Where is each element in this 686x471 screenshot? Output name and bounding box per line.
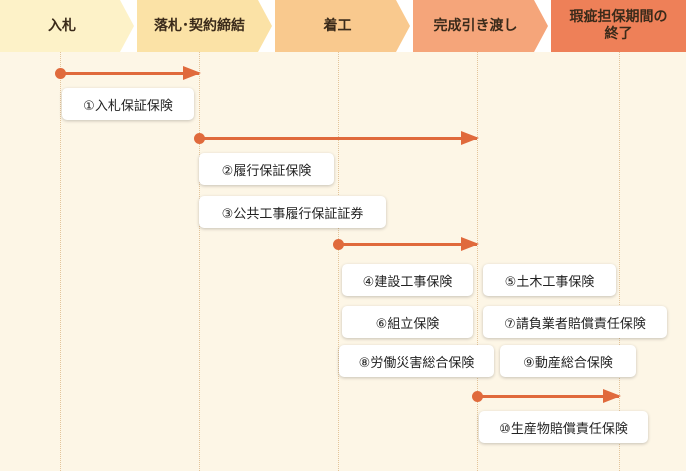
phase-construction-start-label: 着工 [323, 17, 352, 34]
insurance-label: ⑧労働災害総合保険 [358, 355, 475, 371]
insurance-erection: ⑥組立保険 [342, 306, 473, 338]
insurance-label: ⑩生産物賠償責任保険 [499, 421, 628, 437]
arrow-start-dot [55, 68, 66, 79]
phase-warranty-end-label: 瑕疵担保期間の 終了 [569, 9, 668, 42]
arrow-head-icon [603, 389, 621, 403]
insurance-label: ⑨動産総合保険 [523, 355, 613, 371]
coverage-arrow-completion-to-warranty-end [472, 389, 621, 403]
phase-bid-label: 入札 [48, 17, 76, 34]
insurance-workers-accident: ⑧労働災害総合保険 [339, 345, 494, 377]
phase-construction-start: 着工 [275, 0, 410, 52]
phase-award-contract: 落札･契約締結 [137, 0, 272, 52]
insurance-civil-works: ⑤土木工事保険 [483, 264, 616, 296]
milestone-line-completion [477, 52, 478, 471]
insurance-product-liability: ⑩生産物賠償責任保険 [479, 411, 648, 443]
insurance-label: ⑥組立保険 [375, 316, 440, 332]
insurance-performance-bond: ②履行保証保険 [199, 153, 334, 185]
insurance-construction-all-risk: ④建設工事保険 [342, 264, 473, 296]
arrow-head-icon [183, 66, 201, 80]
phase-award-contract-label: 落札･契約締結 [154, 17, 245, 34]
phase-warranty-end: 瑕疵担保期間の 終了 [551, 0, 686, 52]
coverage-arrow-bid-to-award [55, 66, 201, 80]
arrow-start-dot [333, 239, 344, 250]
insurance-label: ②履行保証保険 [221, 163, 312, 179]
coverage-arrow-award-to-completion [194, 131, 479, 145]
insurance-label: ①入札保証保険 [83, 98, 173, 114]
insurance-label: ⑦請負業者賠償責任保険 [504, 316, 646, 332]
phase-completion-handover: 完成引き渡し [413, 0, 548, 52]
phase-completion-handover-label: 完成引き渡し [433, 17, 518, 34]
insurance-contractor-liability: ⑦請負業者賠償責任保険 [483, 306, 667, 338]
insurance-label: ③公共工事履行保証証券 [221, 206, 364, 222]
phase-bid: 入札 [0, 0, 134, 52]
insurance-label: ④建設工事保険 [362, 274, 453, 290]
insurance-label: ⑤土木工事保険 [504, 274, 595, 290]
milestone-line-construction-start [338, 52, 339, 471]
milestone-line-bid [60, 52, 61, 471]
coverage-arrow-start-to-completion [333, 237, 479, 251]
insurance-movables-comprehensive: ⑨動産総合保険 [500, 345, 636, 377]
timeline-background [0, 52, 686, 471]
arrow-start-dot [472, 391, 483, 402]
insurance-bid-bond: ①入札保証保険 [62, 88, 194, 120]
arrow-head-icon [461, 237, 479, 251]
milestone-line-warranty-end [619, 52, 620, 471]
arrow-start-dot [194, 133, 205, 144]
arrow-head-icon [461, 131, 479, 145]
insurance-public-works-surety: ③公共工事履行保証証券 [199, 196, 386, 228]
milestone-line-award [199, 52, 200, 471]
